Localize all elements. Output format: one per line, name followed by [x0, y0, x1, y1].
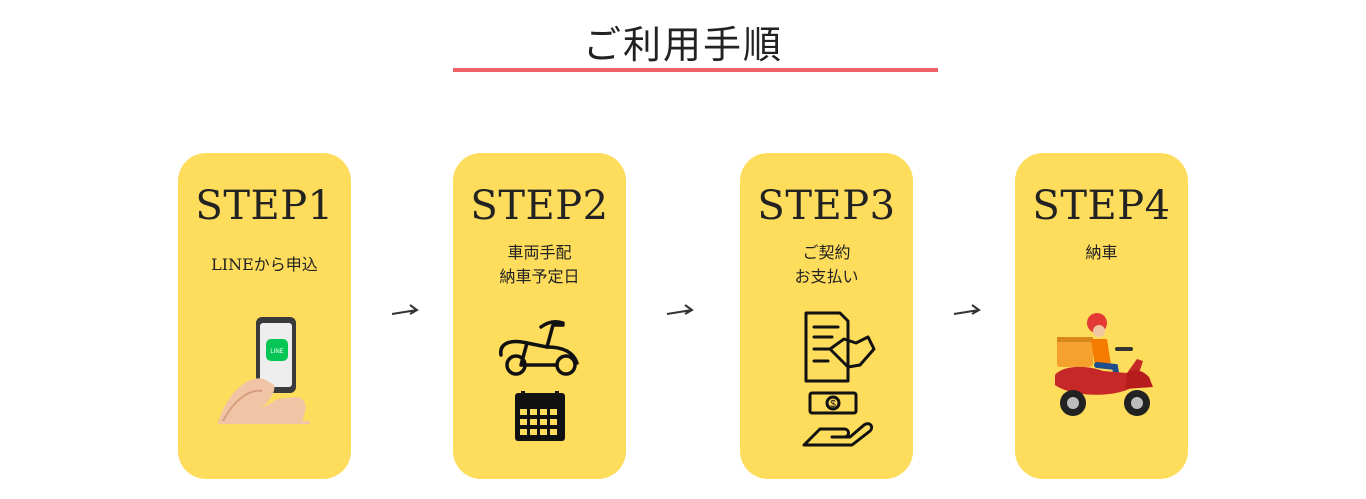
step-label: STEP3: [757, 183, 896, 229]
step-description-line: LINEから申込: [211, 255, 318, 274]
hand-holding-phone-line-icon: LINE: [218, 317, 310, 424]
delivery-scooter-rider-icon: [1055, 313, 1153, 416]
title-underline: [453, 68, 938, 72]
svg-text:$: $: [830, 399, 836, 410]
arrow-right-icon: [953, 304, 981, 315]
step-description-line: ご契約: [802, 243, 851, 262]
contract-handshake-payment-icon: $: [802, 311, 876, 447]
line-logo-text: LINE: [270, 349, 283, 355]
step-label: STEP4: [1032, 183, 1171, 229]
step-card-2: STEP2 車両手配 納車予定日: [453, 153, 626, 479]
step-description-line: お支払い: [794, 267, 859, 286]
step-label: STEP2: [470, 183, 609, 229]
page-title: ご利用手順: [582, 23, 783, 67]
arrow-right-icon: [391, 304, 419, 315]
step-card-1: STEP1 LINEから申込 LINE: [178, 153, 351, 479]
scooter-and-calendar-icon: [499, 320, 579, 441]
step-card-4: STEP4 納車: [1015, 153, 1188, 479]
arrow-right-icon: [666, 304, 694, 315]
step-description-line: 納車: [1085, 243, 1118, 262]
step-label: STEP1: [195, 183, 334, 229]
step-description-line: 納車予定日: [499, 267, 580, 286]
step-description-line: 車両手配: [507, 243, 572, 262]
step-card-3: STEP3 ご契約 お支払い $: [740, 153, 913, 479]
